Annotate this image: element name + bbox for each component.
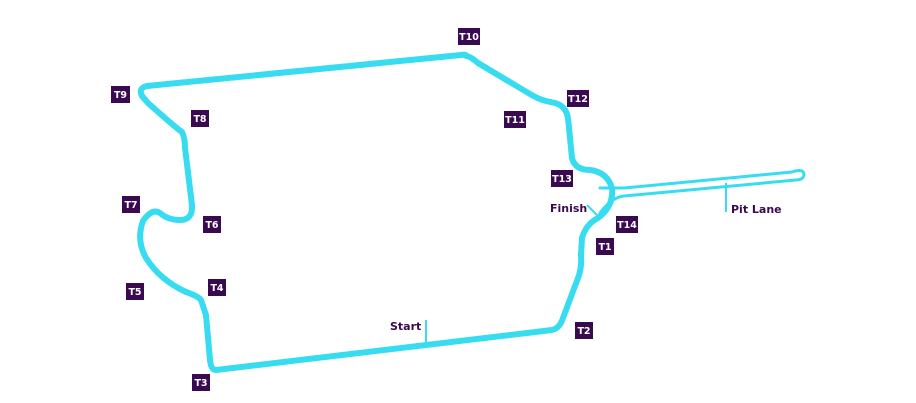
svg-text:T1: T1 <box>598 242 611 253</box>
turn-marker-t10: T10 <box>458 28 480 45</box>
pit-lane-track <box>598 169 806 215</box>
turn-marker-t11: T11 <box>504 111 526 128</box>
turn-marker-t5: T5 <box>126 283 144 300</box>
turn-marker-t3: T3 <box>192 374 210 391</box>
turn-marker-t9: T9 <box>111 86 130 103</box>
svg-text:T2: T2 <box>577 326 590 337</box>
turn-marker-t6: T6 <box>203 216 221 233</box>
svg-text:T5: T5 <box>128 287 141 298</box>
finish-line <box>586 204 599 217</box>
svg-text:T11: T11 <box>505 115 525 126</box>
svg-text:T7: T7 <box>124 200 137 211</box>
svg-text:T13: T13 <box>552 174 572 185</box>
svg-text:T3: T3 <box>194 378 207 389</box>
turn-marker-t14: T14 <box>616 216 638 233</box>
svg-text:T4: T4 <box>210 283 223 294</box>
svg-text:T14: T14 <box>617 220 637 231</box>
turn-marker-t8: T8 <box>191 110 209 127</box>
turn-marker-t2: T2 <box>575 322 593 339</box>
turn-marker-t12: T12 <box>567 90 589 107</box>
finish-label: Finish <box>550 202 587 215</box>
pit-lane-label: Pit Lane <box>731 203 782 216</box>
svg-text:T6: T6 <box>205 220 218 231</box>
svg-text:T9: T9 <box>114 90 127 101</box>
turn-marker-t13: T13 <box>551 170 573 187</box>
turn-marker-t7: T7 <box>122 196 140 213</box>
svg-text:T12: T12 <box>568 94 588 105</box>
svg-text:T10: T10 <box>459 32 479 43</box>
track-outline <box>137 51 616 373</box>
turn-marker-t1: T1 <box>596 238 614 255</box>
start-label: Start <box>390 320 421 333</box>
svg-text:T8: T8 <box>193 114 206 125</box>
turn-marker-t4: T4 <box>208 279 226 296</box>
